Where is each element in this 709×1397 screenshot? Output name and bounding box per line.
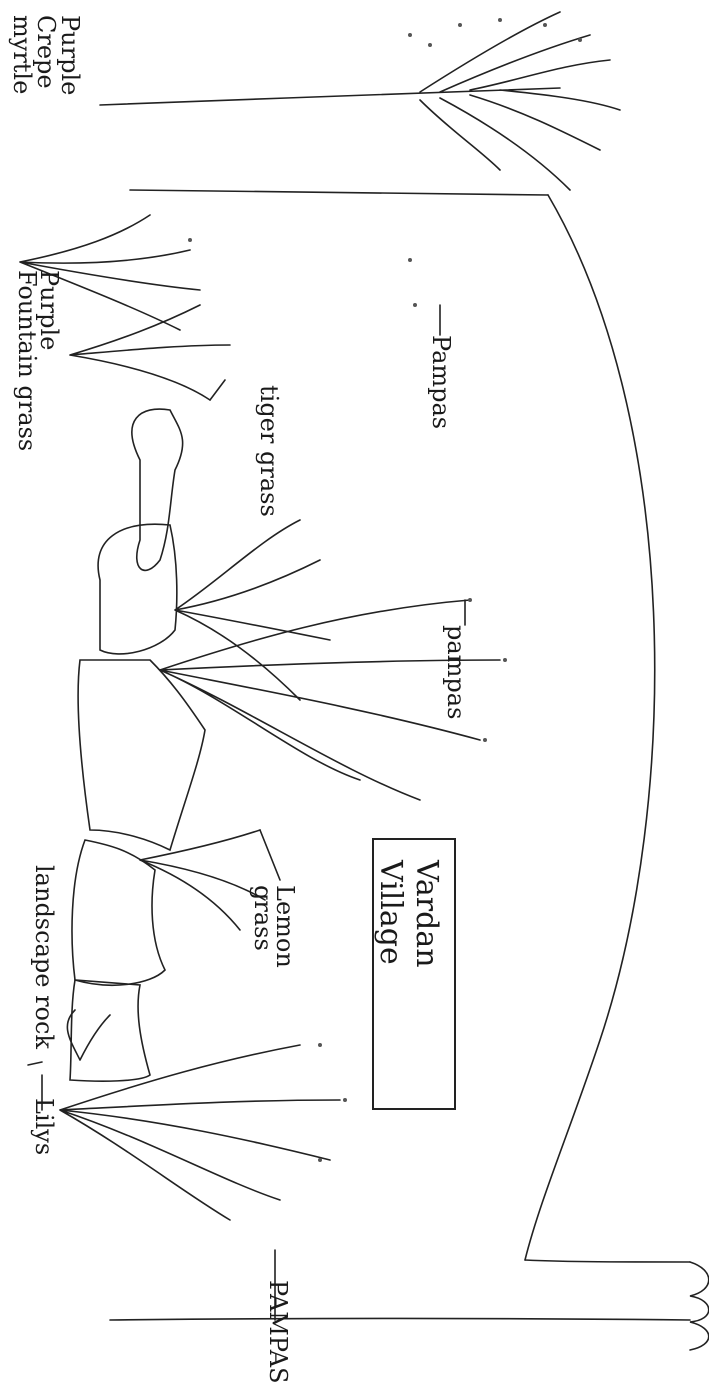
boundary-arc — [525, 195, 655, 1260]
label-tiger-grass: tiger grass — [255, 385, 283, 517]
tiger-grass-fan — [175, 520, 330, 700]
fence-line — [130, 190, 548, 195]
label-purple-crepe-myrtle: Purple Crepe myrtle — [10, 15, 82, 95]
label-lilys: Lilys — [30, 1098, 58, 1155]
rock-3 — [78, 660, 205, 850]
label-pampas-middle: pampas — [442, 625, 470, 719]
lily-clump — [67, 1010, 110, 1060]
pampas-fan-bottom — [60, 1045, 340, 1220]
label-lemon-grass: Lemon grass — [252, 885, 296, 968]
rock-1 — [132, 409, 183, 570]
label-pampas-top: Pampas — [427, 335, 455, 429]
boundary-end — [525, 1260, 690, 1262]
village-sign: Vardan Village — [372, 838, 456, 1110]
label-landscape-rock: landscape rock — [30, 865, 58, 1049]
fountain-grass-2 — [70, 305, 230, 400]
tiger-grass-leader — [210, 380, 225, 400]
crepe-myrtle-branches — [420, 12, 620, 190]
lemon-grass-leader — [260, 830, 280, 880]
rock-5 — [70, 980, 150, 1081]
sign-line-1: Vardan — [409, 860, 444, 968]
landscape-rock-leader — [28, 1062, 42, 1065]
label-purple-fountain-grass: Purple Fountain grass — [16, 270, 60, 451]
sign-line-2: Village — [373, 860, 408, 965]
scallop-edge — [690, 1262, 709, 1350]
label-pampas-bottom: PAMPAS — [264, 1280, 292, 1384]
bottom-line — [110, 1319, 690, 1321]
